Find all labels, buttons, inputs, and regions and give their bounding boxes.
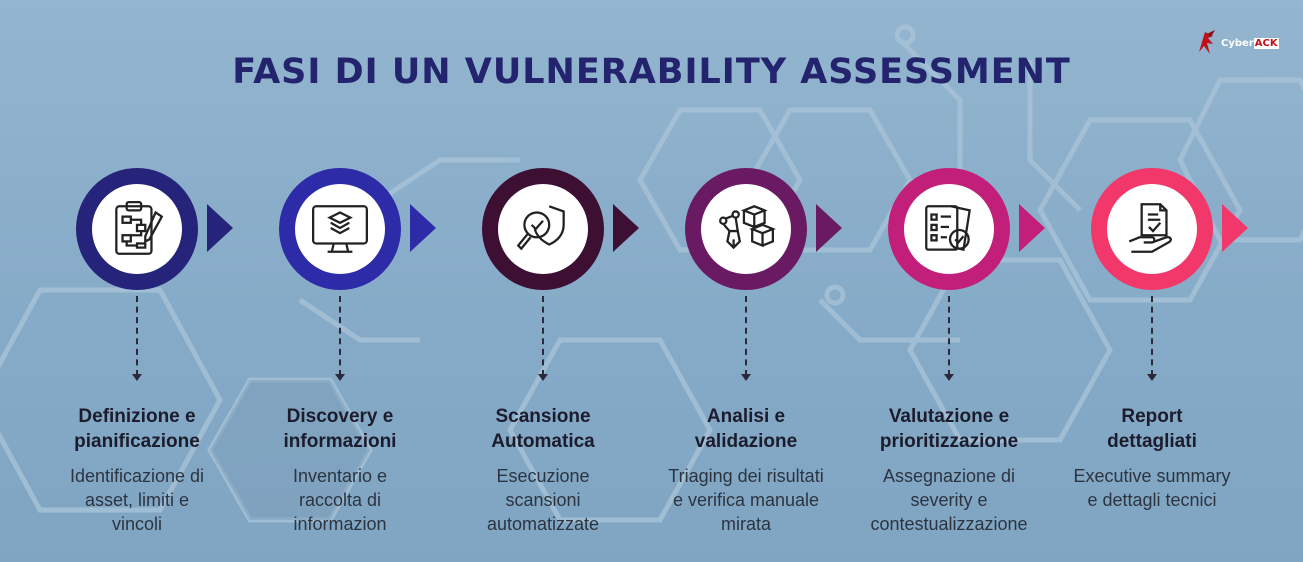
step-icon-circle — [904, 184, 994, 274]
step-ring — [888, 168, 1010, 290]
step-icon-circle — [92, 184, 182, 274]
magnifier-shield-icon — [516, 205, 565, 251]
logo-wordmark: CyberACK — [1221, 38, 1279, 49]
step-arrow-icon — [1222, 204, 1248, 252]
connector-arrowhead-icon — [538, 374, 548, 381]
connector-dashed-line — [745, 296, 747, 376]
connector-dashed-line — [339, 296, 341, 376]
connector-dashed-line — [136, 296, 138, 376]
step-arrow-icon — [1019, 204, 1045, 252]
pen-cubes-icon — [719, 205, 776, 250]
connector-dashed-line — [948, 296, 950, 376]
connector-dashed-line — [542, 296, 544, 376]
connector-dashed-line — [1151, 296, 1153, 376]
step-arrow-icon — [207, 204, 233, 252]
monitor-layers-icon — [311, 205, 369, 253]
step-icon-circle — [701, 184, 791, 274]
step-ring — [685, 168, 807, 290]
clipboard-flowchart-icon — [115, 200, 164, 255]
step-icon-circle — [1107, 184, 1197, 274]
connector-arrowhead-icon — [132, 374, 142, 381]
connector-arrowhead-icon — [944, 374, 954, 381]
step-ring — [482, 168, 604, 290]
page-title: FASI DI UN VULNERABILITY ASSESSMENT — [232, 52, 1071, 92]
step-icon-circle — [295, 184, 385, 274]
cyberack-logo — [1199, 30, 1215, 54]
step-ring — [279, 168, 401, 290]
connector-arrowhead-icon — [1147, 374, 1157, 381]
step-arrow-icon — [613, 204, 639, 252]
step-arrow-icon — [410, 204, 436, 252]
step-arrow-icon — [816, 204, 842, 252]
connector-arrowhead-icon — [741, 374, 751, 381]
checklist-review-icon — [925, 205, 971, 252]
step-ring — [76, 168, 198, 290]
connector-arrowhead-icon — [335, 374, 345, 381]
hand-document-icon — [1128, 203, 1172, 253]
step-ring — [1091, 168, 1213, 290]
step-icon-circle — [498, 184, 588, 274]
